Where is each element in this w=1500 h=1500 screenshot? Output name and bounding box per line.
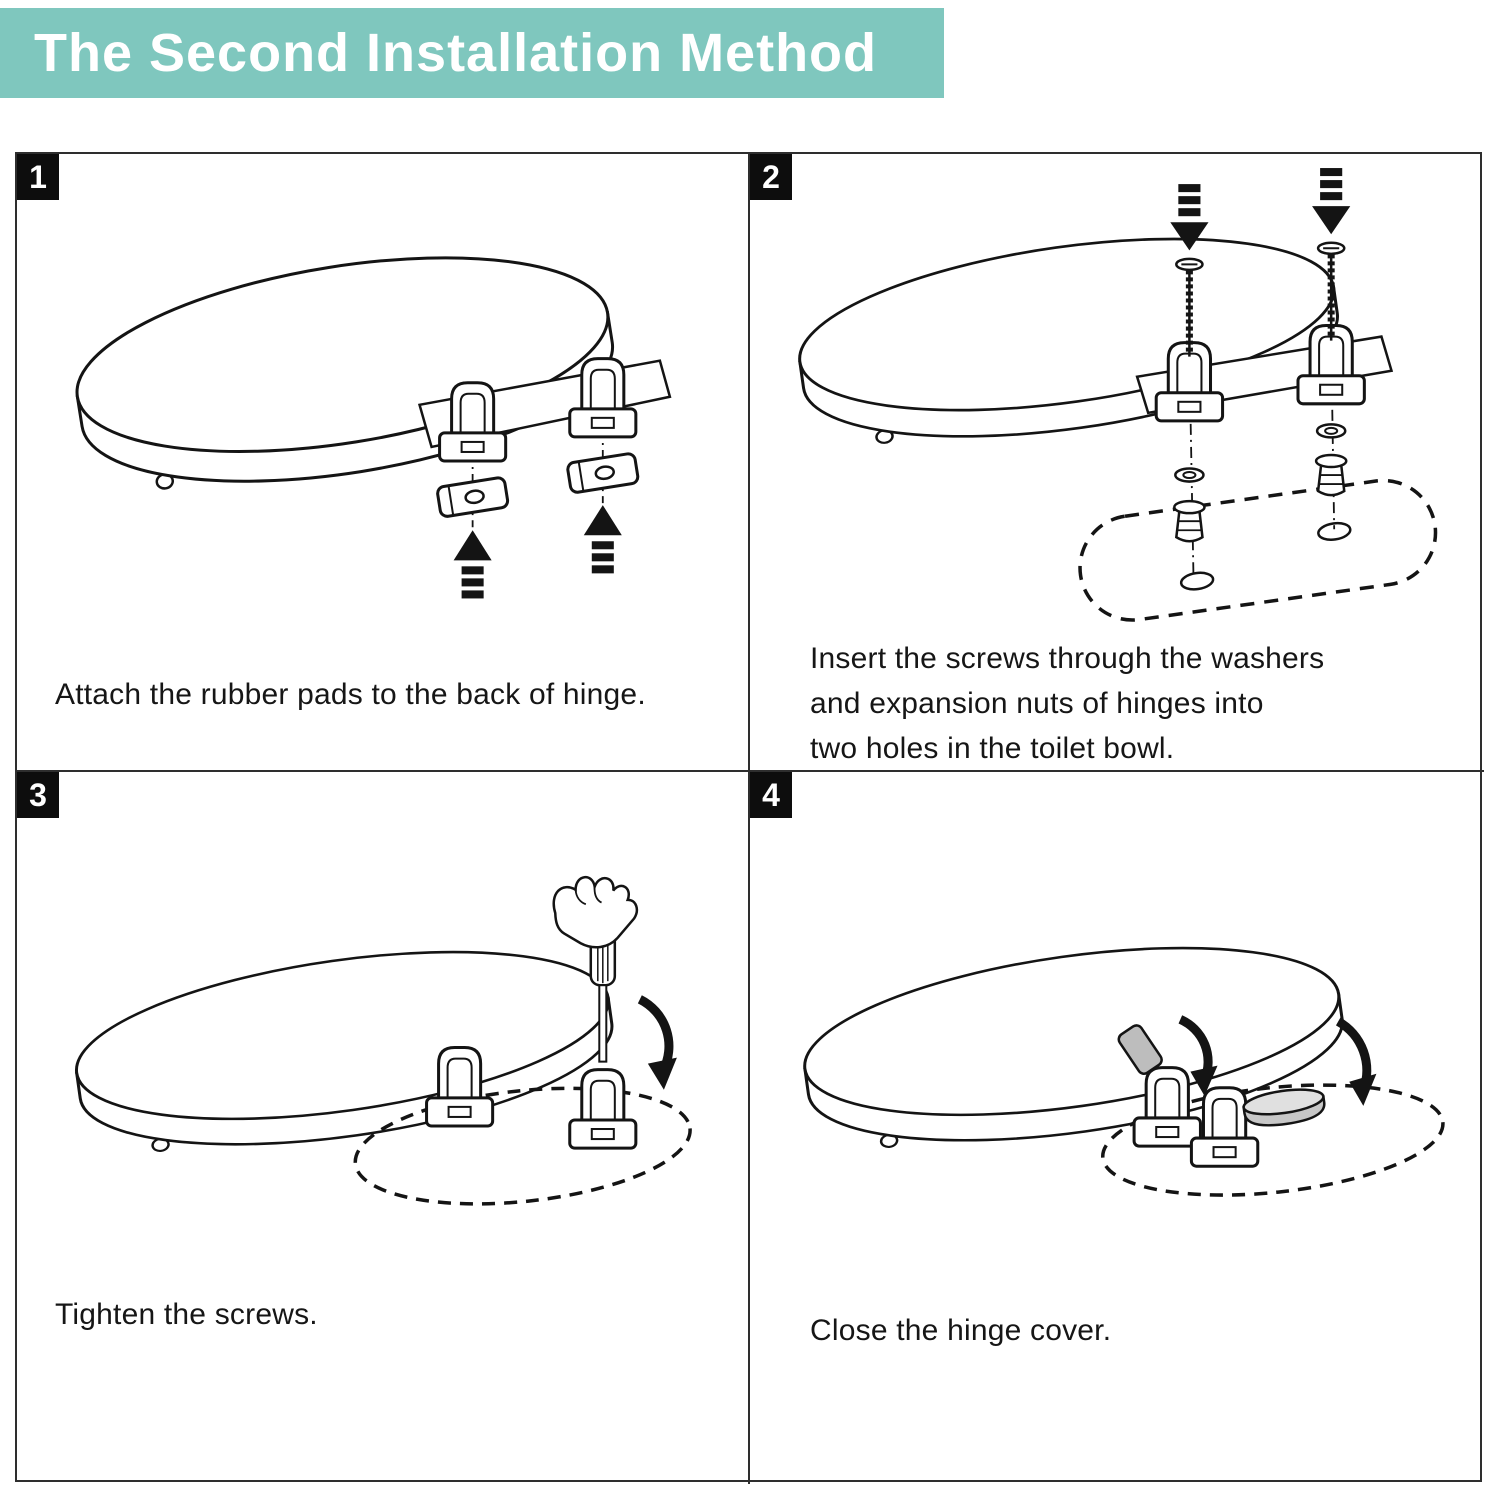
header-banner: The Second Installation Method [0,8,944,98]
step-1-illustration [62,223,672,599]
step-4-illustration [792,917,1445,1197]
caption-line: two holes in the toilet bowl. [810,732,1175,765]
step-caption: Attach the rubber pads to the back of hi… [55,678,646,711]
step-caption: Insert the screws through the washers an… [810,636,1325,770]
step-number-badge: 4 [750,772,792,818]
step-2-illustration [787,168,1438,622]
down-arrow-icon [1312,168,1351,235]
expansion-nut-icon [1314,453,1348,497]
caption-line: and expansion nuts of hinges into [810,687,1264,720]
hinge-cover-icon [1242,1088,1326,1127]
step-caption: Close the hinge cover. [810,1314,1112,1347]
toilet-seat [62,223,628,516]
toilet-seat [64,921,624,1175]
hinge-icon [568,1068,638,1150]
curved-arrow-icon [1335,1017,1377,1106]
steps-grid: 1 Attach the rubber pads to the back of … [15,152,1484,1484]
toilet-seat [787,208,1350,467]
page-title: The Second Installation Method [34,23,878,83]
step-caption: Tighten the screws. [55,1298,318,1331]
rubber-pad-icon [435,475,511,519]
step-3-illustration [64,875,692,1206]
washer-icon [1174,467,1205,483]
toilet-seat [792,917,1355,1171]
alignment-dashdot-line [1188,354,1195,574]
rubber-pad-icon [565,451,641,495]
step-panel-4: 4 Close [750,772,1484,1484]
step-panel-1: 1 Attach the rubber pads to the back of … [17,154,750,772]
hand-icon [552,875,639,949]
step-panel-2: 2 Insert the screws thro [750,154,1484,772]
bowl-hole [1317,521,1352,541]
up-arrow-icon [453,530,492,599]
up-arrow-icon [583,505,622,574]
expansion-nut-icon [1173,499,1206,543]
washer-icon [1315,423,1347,439]
step-panel-3: 3 [17,772,750,1484]
caption-line: Insert the screws through the washers [810,642,1325,675]
curved-arrow-icon [637,995,677,1090]
step-number-badge: 1 [17,154,59,200]
step-number-badge: 3 [17,772,59,818]
bowl-hole [1179,571,1215,591]
curved-arrow-icon [1178,1015,1218,1096]
bowl-mounting-outline [1078,478,1438,622]
step-number-badge: 2 [750,154,792,200]
